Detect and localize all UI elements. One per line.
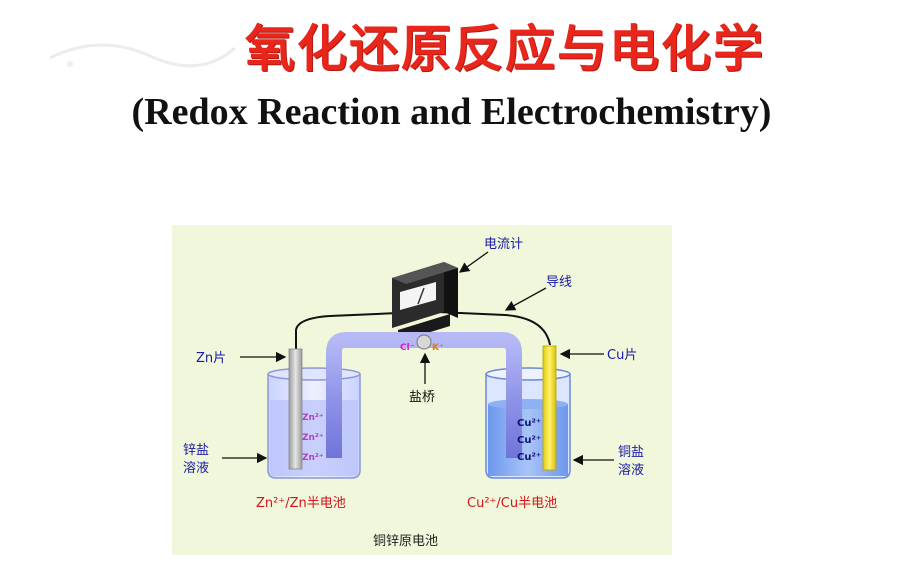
decorative-watermark bbox=[40, 28, 240, 76]
galvanometer-label: 电流计 bbox=[484, 237, 523, 252]
wire-left bbox=[295, 312, 399, 350]
galvanometer-arrow bbox=[458, 251, 489, 273]
cu-electrode-label: Cu片 bbox=[607, 348, 637, 363]
bridge-ion-k: K⁺ bbox=[432, 343, 444, 353]
zn-electrode-label: Zn片 bbox=[196, 351, 226, 366]
cu-electrode bbox=[542, 345, 557, 471]
zn-electrode bbox=[288, 348, 303, 470]
page-title-chinese: 氧化还原反应与电化学 bbox=[245, 20, 765, 78]
wire-arrow bbox=[504, 287, 547, 311]
left-ion-3: Zn²⁺ bbox=[302, 453, 324, 463]
right-solution-label-line2: 溶液 bbox=[618, 463, 644, 478]
left-ion-1: Zn²⁺ bbox=[302, 413, 324, 423]
salt-bridge-label: 盐桥 bbox=[409, 390, 435, 405]
wire-label: 导线 bbox=[546, 275, 572, 290]
salt-bridge-plug bbox=[416, 334, 432, 350]
bridge-ion-cl: Cl⁻ bbox=[400, 343, 415, 353]
page-title-english: (Redox Reaction and Electrochemistry) bbox=[131, 91, 772, 133]
diagram-caption: 铜锌原电池 bbox=[373, 534, 438, 549]
left-solution-label-line2: 溶液 bbox=[183, 461, 209, 476]
right-ion-2: Cu²⁺ bbox=[517, 435, 541, 446]
left-ion-2: Zn²⁺ bbox=[302, 433, 324, 443]
left-solution-label-line1: 锌盐 bbox=[183, 443, 209, 458]
right-half-cell-label: Cu²⁺/Cu半电池 bbox=[467, 496, 557, 511]
galvanometer bbox=[392, 262, 458, 342]
left-half-cell-label: Zn²⁺/Zn半电池 bbox=[256, 496, 346, 511]
right-ion-3: Cu²⁺ bbox=[517, 452, 541, 463]
right-solution-label-line1: 铜盐 bbox=[618, 445, 644, 460]
right-ion-1: Cu²⁺ bbox=[517, 418, 541, 429]
wire-right bbox=[437, 311, 551, 346]
